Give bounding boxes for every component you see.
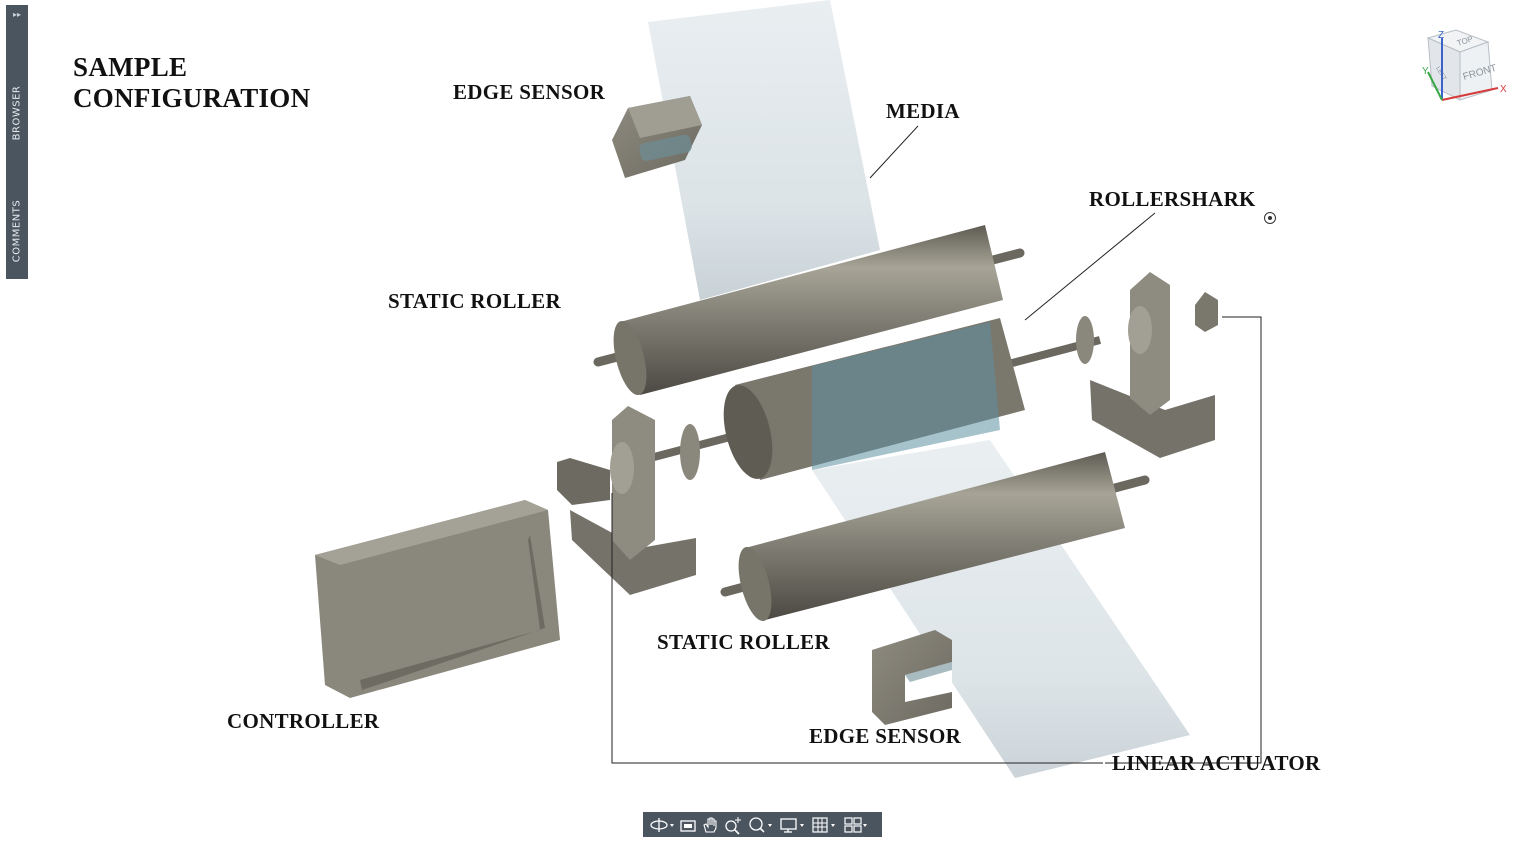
navigation-bar [643,812,882,837]
viewcube-y-label: Y [1422,66,1429,77]
tab-comments-label: COMMENTS [11,199,23,263]
pan-button[interactable] [701,815,719,835]
rollershark-model [610,316,1102,480]
label-linear-actuator: LINEAR ACTUATOR [1112,751,1321,775]
page-title: SAMPLE CONFIGURATION [73,52,310,114]
viewports-icon [844,816,867,833]
grid-settings-button[interactable] [811,815,839,835]
viewcube-x-label: X [1500,84,1507,95]
label-controller: CONTROLLER [227,709,380,733]
zoom-window-icon [749,816,772,833]
edge-sensor-bottom-model [872,630,952,725]
orbit-button[interactable] [649,815,675,835]
label-static-roller-bottom: STATIC ROLLER [657,630,830,654]
leader-lines [611,125,1262,764]
label-edge-sensor-top: EDGE SENSOR [453,80,606,104]
viewports-button[interactable] [843,815,869,835]
label-media: MEDIA [886,99,960,123]
label-rollershark: ROLLERSHARK [1089,187,1256,211]
label-edge-sensor-bottom: EDGE SENSOR [809,724,962,748]
double-chevron-right-icon[interactable]: ▸▸ [12,10,22,19]
edge-sensor-top-model [612,96,702,178]
look-at-button[interactable] [679,815,697,835]
title-line-1: SAMPLE [73,52,188,82]
static-roller-bottom-model [720,452,1150,622]
orbit-icon [650,817,674,832]
right-stand-model [1090,272,1218,458]
static-roller-top-model [593,225,1025,396]
grid-icon [812,816,835,833]
display-settings-icon [780,817,804,833]
display-settings-button[interactable] [779,815,807,835]
zoom-window-button[interactable] [747,815,775,835]
look-at-icon [680,819,696,832]
tab-browser-label: BROWSER [11,85,23,141]
orbit-center-icon [1264,212,1276,224]
label-static-roller-top: STATIC ROLLER [388,289,561,313]
zoom-icon [725,816,741,835]
left-stand-model [557,406,696,595]
viewcube-z-label: Z [1438,30,1444,41]
controller-model [315,500,560,698]
zoom-button[interactable] [723,815,743,835]
tab-browser[interactable]: BROWSER [6,65,28,161]
pan-hand-icon [703,816,717,833]
side-panel: ▸▸ BROWSER COMMENTS [6,5,28,279]
tab-comments[interactable]: COMMENTS [6,187,28,275]
viewcube[interactable]: TOP FRONT LEFT Z X Y [1418,24,1510,112]
title-line-2: CONFIGURATION [73,83,311,113]
